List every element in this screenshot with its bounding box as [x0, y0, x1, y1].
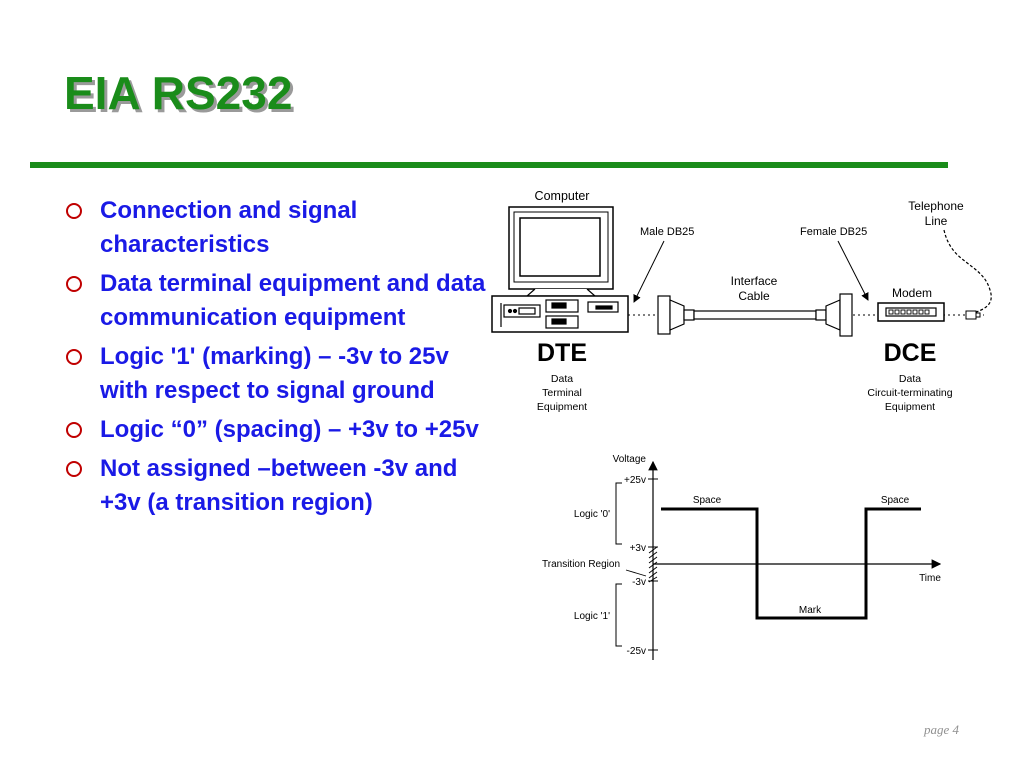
bullet-text: Logic “0” (spacing) – +3v to +25v: [100, 416, 479, 443]
signal-waveform: [661, 507, 921, 620]
female-connector-label: Female DB25: [800, 226, 867, 238]
tick-label-minus3: -3v: [632, 577, 646, 588]
male-connector-label: Male DB25: [640, 226, 694, 238]
modem-label: Modem: [892, 286, 932, 300]
transition-region-label: Transition Region: [542, 559, 620, 570]
dte-desc-line3: Equipment: [537, 401, 587, 413]
cable-label-line2: Cable: [738, 289, 770, 303]
logic0-label: Logic '0': [574, 509, 610, 520]
circle-bullet-icon: [66, 349, 82, 365]
female-connector-arrow: [837, 240, 869, 301]
bullet-text: Connection and signal characteristics: [100, 197, 358, 258]
title-divider: [30, 162, 948, 168]
mark-label: Mark: [799, 605, 822, 616]
tick-label-minus25: -25v: [627, 646, 646, 657]
dte-desc-line1: Data: [551, 373, 573, 385]
telephone-label-line2: Line: [925, 214, 948, 228]
logic0-bracket: [615, 482, 622, 545]
connection-diagram: Computer Male DB25 Female DB25 Interface…: [491, 189, 992, 413]
telephone-line-icon: [943, 229, 992, 313]
page-number: page 4: [924, 722, 960, 737]
bullet-text: Logic '1' (marking) – -3v to 25v with re…: [100, 343, 449, 404]
phone-jack-icon: [965, 310, 981, 320]
cable-label-line1: Interface: [731, 274, 778, 288]
interface-cable-icon: [693, 310, 817, 320]
dte-desc-line2: Terminal: [542, 387, 582, 399]
signal-diagram: Voltage Time +25v +3v -3v -25v Transitio…: [542, 454, 941, 660]
bullet-item: Connection and signal characteristics: [62, 194, 492, 262]
dce-desc-line3: Equipment: [885, 401, 935, 413]
tick-label-plus3: +3v: [630, 543, 646, 554]
bullet-text: Not assigned –between -3v and +3v (a tra…: [100, 455, 458, 516]
dte-label: DTE: [537, 339, 587, 367]
circle-bullet-icon: [66, 422, 82, 438]
telephone-label-line1: Telephone: [908, 199, 964, 213]
female-db25-connector-icon: [815, 293, 853, 337]
slide-title: EIA RS232: [64, 67, 293, 119]
space-label-left: Space: [693, 495, 722, 506]
logic1-label: Logic '1': [574, 611, 610, 622]
dce-desc-line1: Data: [899, 373, 921, 385]
modem-icon: [877, 302, 945, 322]
system-unit-icon: [491, 295, 629, 333]
computer-label: Computer: [535, 189, 590, 203]
dce-desc-line2: Circuit-terminating: [867, 387, 952, 399]
bullet-item: Not assigned –between -3v and +3v (a tra…: [62, 452, 492, 520]
transition-region-hatch: [648, 546, 658, 583]
circle-bullet-icon: [66, 276, 82, 292]
monitor-icon: [508, 206, 614, 297]
circle-bullet-icon: [66, 461, 82, 477]
transition-region-pointer: [625, 569, 647, 577]
space-label-right: Space: [881, 495, 910, 506]
bullet-item: Data terminal equipment and data communi…: [62, 267, 492, 335]
logic1-bracket: [615, 583, 622, 647]
bullet-item: Logic '1' (marking) – -3v to 25v with re…: [62, 340, 492, 408]
male-connector-arrow: [633, 240, 665, 303]
dce-label: DCE: [884, 339, 937, 367]
circle-bullet-icon: [66, 203, 82, 219]
rs232-diagram: Computer Male DB25 Female DB25 Interface…: [491, 189, 992, 660]
male-db25-connector-icon: [657, 295, 695, 335]
bullet-text: Data terminal equipment and data communi…: [100, 270, 486, 331]
bullet-item: Logic “0” (spacing) – +3v to +25v: [62, 413, 492, 447]
bullet-list: Connection and signal characteristics Da…: [62, 194, 492, 525]
tick-label-plus25: +25v: [624, 475, 646, 486]
voltage-axis-label: Voltage: [613, 454, 647, 465]
time-axis-label: Time: [919, 573, 941, 584]
